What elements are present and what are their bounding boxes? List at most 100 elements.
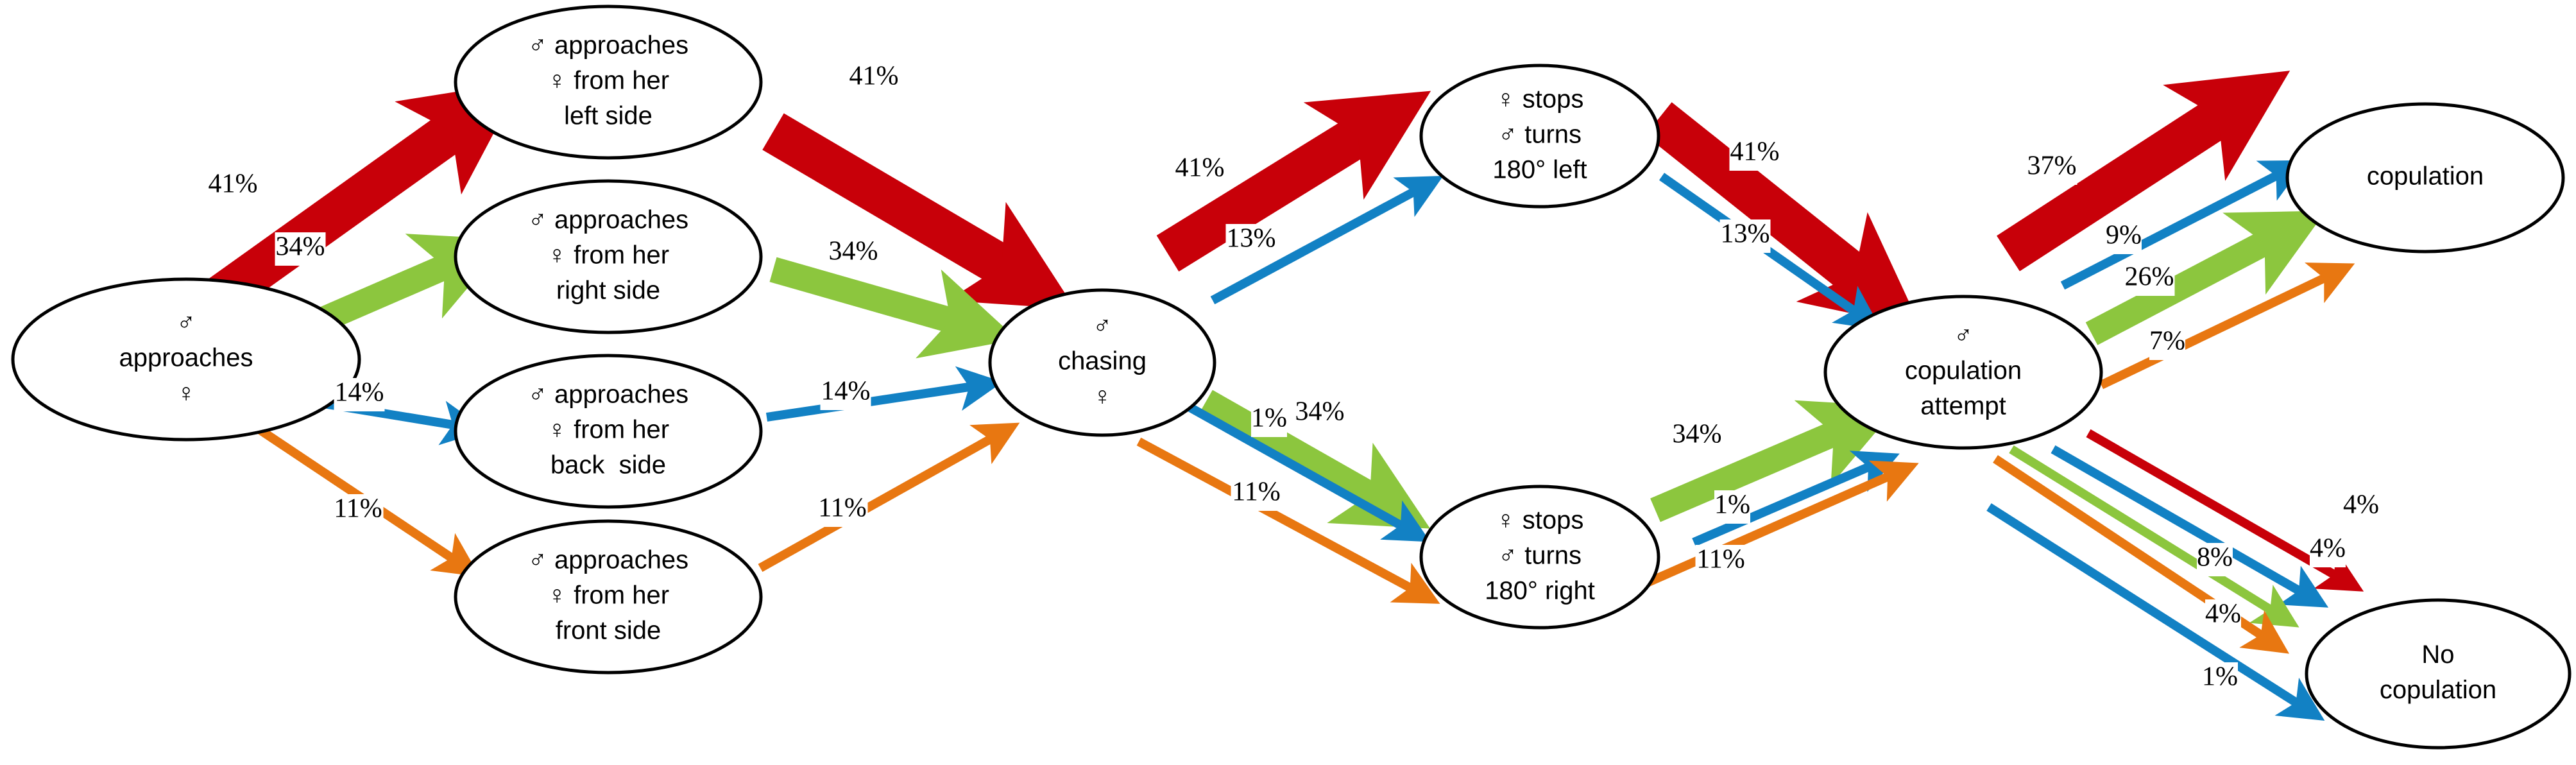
edge-label-backdrop — [828, 237, 879, 270]
node-shape-stops-left — [1419, 64, 1660, 209]
edges-layer — [173, 71, 2364, 721]
edge-percent-label-e7: 14% — [821, 377, 871, 406]
edge-percent-label-e5: 41% — [849, 62, 899, 91]
edge-label-backdrop — [1294, 397, 1345, 431]
edge-percent-label-e9: 41% — [1175, 153, 1225, 183]
node-label-copulation-attempt: copulation — [1905, 357, 2022, 385]
node-label-left-side: left side — [564, 102, 653, 130]
node-back-side[interactable]: ♂ approaches ♀ from her back side — [454, 354, 763, 509]
edge-label-backdrop — [1225, 224, 1277, 257]
edge-label-backdrop — [1671, 420, 1723, 453]
node-shape-right-side — [454, 179, 763, 334]
edge-percent-label-e15: 13% — [1721, 219, 1770, 249]
node-label-copulation: copulation — [2367, 162, 2484, 191]
node-label-back-side: back side — [550, 451, 666, 479]
edge-label-backdrop — [1729, 137, 1780, 171]
edge-percent-label-e1: 41% — [209, 169, 258, 199]
edge-percent-label-e8: 11% — [818, 494, 866, 523]
node-label-left-side: ♀ from her — [547, 67, 669, 95]
edge-percent-label-e12: 1% — [1251, 404, 1287, 433]
node-label-back-side: ♀ from her — [547, 416, 669, 444]
edge-label-backdrop — [1174, 153, 1225, 187]
node-label-stops-right: ♂ turns — [1498, 542, 1582, 570]
edge-copulation-attempt-to-copulation — [2099, 262, 2355, 390]
edge-front-side-to-chasing — [758, 422, 1020, 572]
node-chasing[interactable]: ♂chasing♀ — [988, 288, 1216, 437]
node-label-stops-right: ♀ stops — [1496, 506, 1584, 535]
node-shape-left-side — [454, 4, 763, 160]
edge-label-backdrop — [275, 232, 326, 266]
edge-label-backdrop — [2124, 262, 2175, 296]
edge-back-side-to-chasing — [765, 366, 1003, 422]
edge-percent-label-e27: 1% — [2202, 662, 2238, 692]
edge-label-backdrop — [820, 377, 871, 410]
edge-left-side-to-chasing — [762, 113, 1076, 309]
edge-copulation-attempt-to-no-copulation — [2051, 445, 2329, 608]
edge-percent-label-e23: 4% — [2343, 490, 2379, 520]
node-label-copulation-attempt: ♂ — [1954, 322, 1973, 350]
edge-right-side-to-chasing — [769, 257, 1018, 359]
node-label-approaches: ♀ — [176, 379, 196, 408]
node-label-stops-left: ♀ stops — [1496, 85, 1584, 114]
edge-percent-label-e24: 4% — [2310, 534, 2346, 563]
edge-percent-label-e20: 9% — [2106, 221, 2142, 250]
node-label-copulation-attempt: attempt — [1920, 392, 2006, 420]
node-left-side[interactable]: ♂ approaches ♀ from her left side — [454, 4, 763, 160]
edge-copulation-attempt-to-copulation — [2060, 160, 2307, 290]
node-shape-copulation-attempt — [1823, 295, 2103, 450]
node-copulation[interactable]: copulation — [2285, 102, 2565, 254]
edge-stops-right-to-copulation-attempt — [1650, 400, 1898, 522]
edge-label-backdrop — [334, 378, 385, 411]
edge-label-backdrop — [848, 62, 900, 95]
edge-percent-label-e14: 41% — [1730, 137, 1780, 167]
edge-stops-right-to-copulation-attempt — [1628, 460, 1919, 595]
edge-label-backdrop — [2343, 490, 2379, 524]
nodes-layer: ♂approaches♀ ♂ approaches ♀ from her left s… — [11, 4, 2572, 750]
edge-percent-label-e21: 26% — [2125, 262, 2174, 292]
node-label-back-side: ♂ approaches — [528, 381, 688, 409]
edge-label-backdrop — [2197, 543, 2233, 576]
node-label-front-side: ♂ approaches — [528, 546, 688, 574]
node-label-stops-left: ♂ turns — [1498, 121, 1582, 149]
edge-percent-label-e3: 14% — [335, 378, 384, 408]
edge-label-backdrop — [1231, 477, 1282, 511]
edge-percent-label-e11: 34% — [1295, 397, 1345, 427]
edge-label-backdrop — [2106, 221, 2142, 254]
node-shape-copulation — [2285, 102, 2565, 254]
edge-percent-label-e16: 34% — [1673, 420, 1722, 449]
edge-label-backdrop — [1714, 490, 1750, 524]
node-shape-back-side — [454, 354, 763, 509]
edge-label-backdrop — [1695, 545, 1746, 578]
node-approaches[interactable]: ♂approaches♀ — [11, 277, 361, 442]
node-label-left-side: ♂ approaches — [528, 31, 688, 60]
node-label-approaches: ♂ — [176, 309, 196, 337]
node-label-right-side: ♀ from her — [547, 241, 669, 270]
edge-label-backdrop — [207, 169, 259, 203]
edge-percent-label-e13: 11% — [1232, 477, 1280, 507]
edge-chasing-to-stops-left — [1156, 90, 1431, 272]
edge-percent-label-e2: 34% — [276, 232, 325, 262]
node-label-chasing: ♀ — [1093, 382, 1112, 411]
edge-percent-label-e19: 37% — [2027, 151, 2077, 181]
edge-chasing-to-stops-right — [1200, 390, 1431, 529]
edge-label-backdrop — [2205, 599, 2241, 633]
edge-label-backdrop — [2026, 151, 2077, 185]
edge-copulation-attempt-to-no-copulation — [1986, 503, 2325, 721]
node-label-no-copulation: No — [2421, 640, 2454, 669]
node-copulation-attempt[interactable]: ♂ copulation attempt — [1823, 295, 2103, 450]
node-label-chasing: ♂ — [1093, 312, 1112, 340]
node-shape-stops-right — [1419, 485, 1660, 630]
edge-label-backdrop — [2149, 327, 2185, 360]
edge-stops-left-to-copulation-attempt — [1645, 102, 1922, 329]
node-label-front-side: front side — [556, 617, 661, 645]
node-shape-chasing — [988, 288, 1216, 437]
node-label-right-side: ♂ approaches — [528, 206, 688, 234]
edge-percent-label-e25: 8% — [2197, 543, 2233, 572]
